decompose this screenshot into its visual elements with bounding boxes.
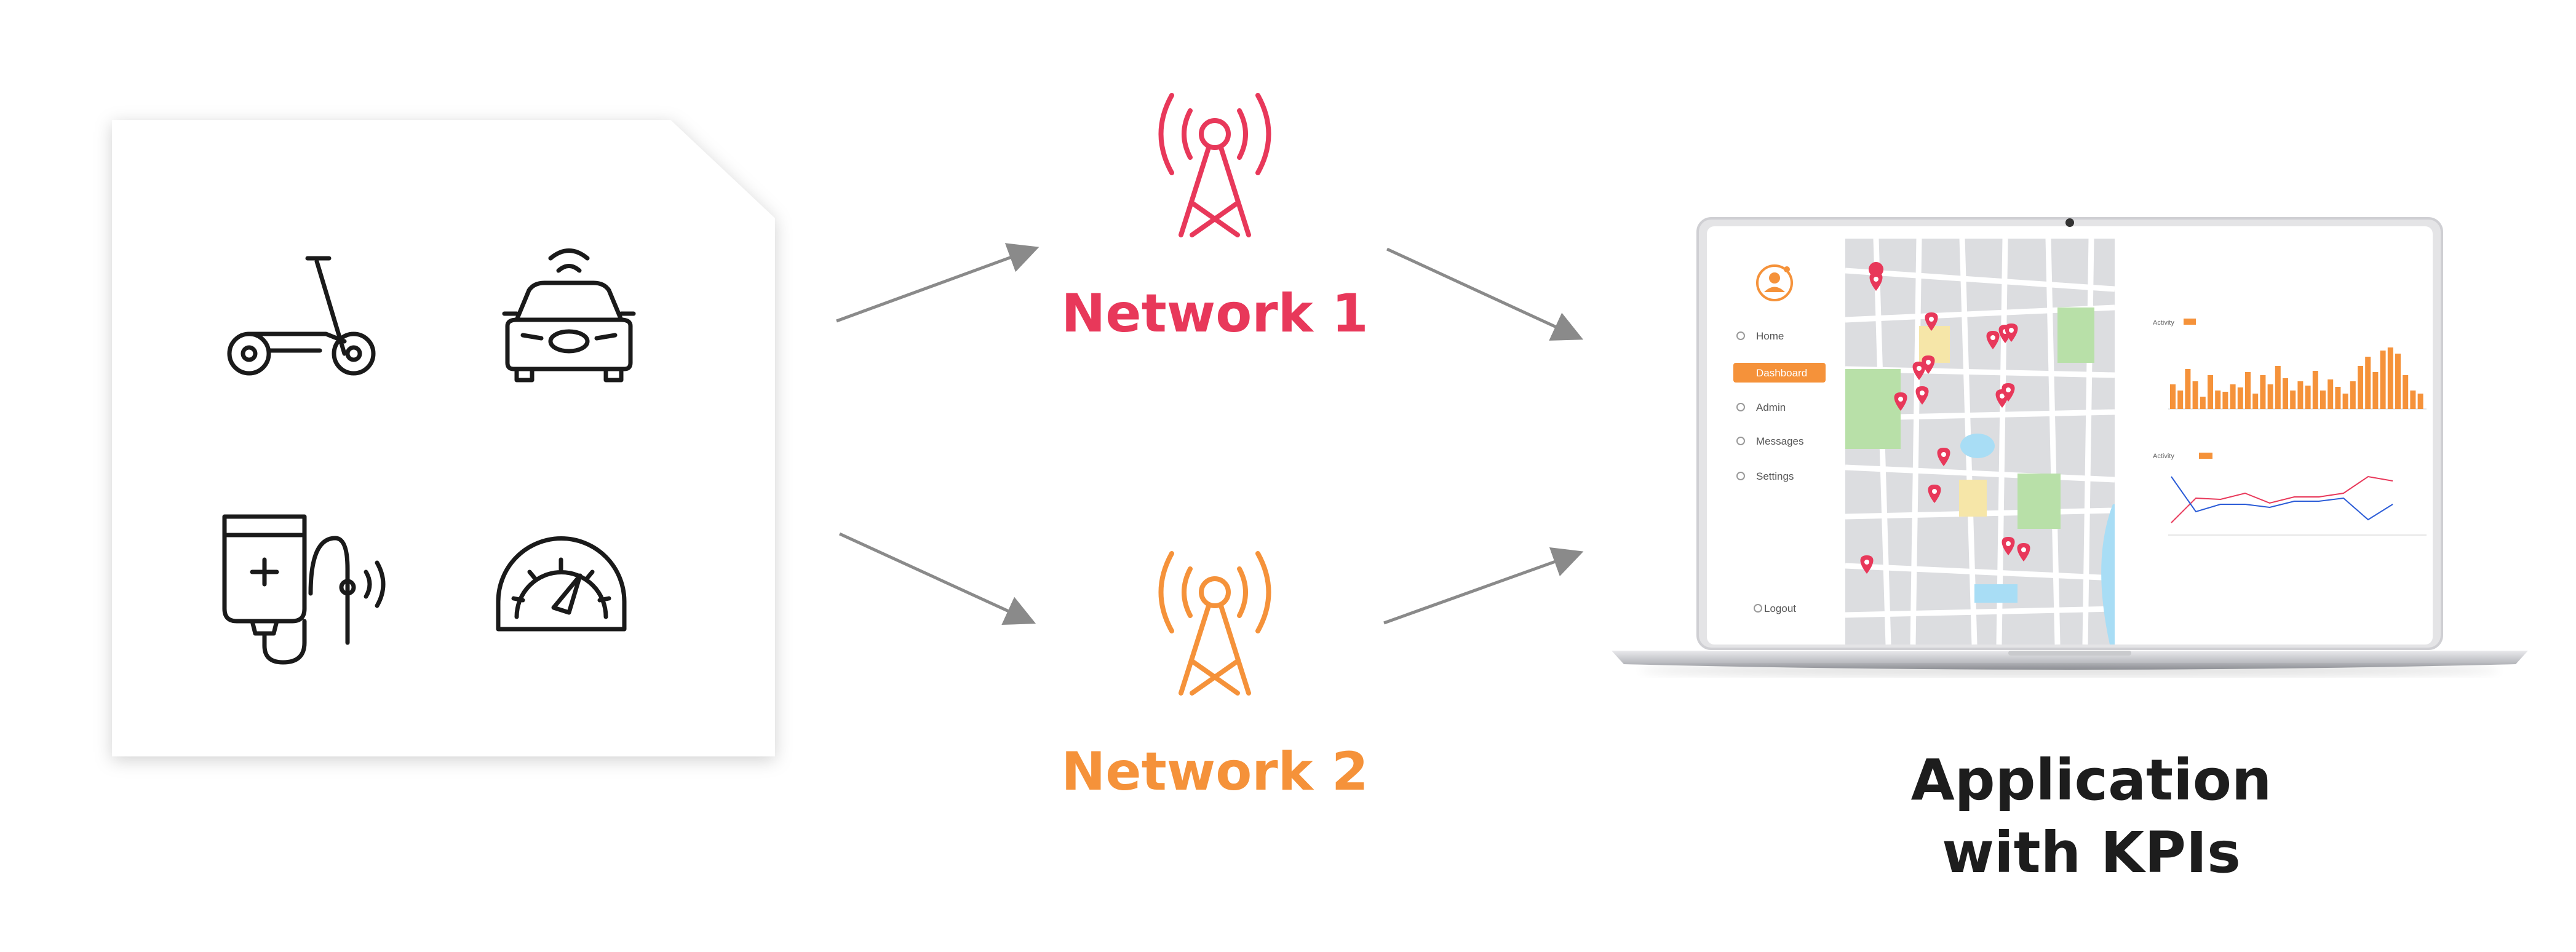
map-pin-dot: [1990, 335, 1995, 340]
map-pin-dot: [2006, 541, 2011, 546]
dashboard-bar: [2305, 386, 2311, 409]
city-map[interactable]: [1845, 238, 2115, 645]
application-label: Application with KPIs: [1815, 744, 2368, 889]
speedometer-icon: [489, 522, 634, 635]
arrow-sim-to-network2: [838, 532, 1036, 625]
dashboard-bar: [2290, 391, 2296, 409]
dashboard-bar: [2342, 394, 2348, 409]
line-chart-widget: Activity: [2153, 453, 2427, 536]
dashboard-bar: [2312, 371, 2318, 409]
map-pin-dot: [1941, 452, 1946, 457]
bar-chart-widget: Activity: [2153, 319, 2427, 410]
dashboard-bar: [2410, 391, 2416, 409]
sim-card: [112, 120, 775, 756]
dashboard-bar: [2320, 391, 2326, 409]
connected-car-icon: [492, 240, 646, 387]
line-chart-title: Activity: [2153, 453, 2174, 460]
menu-dashboard[interactable]: Dashboard: [1756, 367, 1807, 379]
dashboard-bar: [2297, 381, 2304, 409]
dashboard-bar: [2192, 381, 2198, 409]
map-pin-dot: [1920, 391, 1925, 395]
application-label-line1: Application: [1910, 747, 2272, 813]
dashboard-bar: [2200, 397, 2206, 409]
map-pin-dot: [1874, 277, 1878, 282]
dashboard-bar: [2177, 391, 2184, 409]
dashboard-bar: [2403, 375, 2409, 409]
arrow-sim-to-network1: [836, 243, 1040, 323]
dashboard-bar: [2350, 381, 2356, 409]
dashboard-bar: [2222, 392, 2228, 409]
dashboard-bar: [2275, 366, 2281, 409]
map-pin-dot: [2000, 394, 2005, 399]
dashboard-bar: [2230, 384, 2236, 409]
medical-drip-icon: [218, 501, 403, 667]
menu-logout[interactable]: Logout: [1764, 603, 1796, 614]
application-label-line2: with KPIs: [1942, 820, 2241, 886]
dashboard-bar: [2283, 378, 2288, 409]
arrow-network1-to-app: [1386, 247, 1584, 341]
dashboard-bar: [2170, 384, 2176, 409]
dashboard-bar: [2215, 391, 2221, 409]
map-pin-dot: [1864, 560, 1869, 565]
dashboard-bar: [2208, 375, 2213, 409]
map-pin-dot: [2021, 547, 2026, 552]
menu-home[interactable]: Home: [1756, 330, 1784, 342]
dashboard-bar: [2260, 375, 2266, 409]
bar-chart-title: Activity: [2153, 319, 2174, 327]
dashboard-bar: [2395, 354, 2401, 409]
dashboard-bar: [2267, 384, 2273, 409]
map-pin-dot: [1926, 360, 1931, 365]
dashboard-bar: [2335, 387, 2341, 409]
map-pin-dot: [1929, 317, 1934, 322]
dashboard-bar: [2237, 387, 2243, 409]
network2-tower-icon: [1138, 544, 1292, 698]
network2-label: Network 2: [1061, 741, 1369, 803]
map-pin-dot: [2009, 328, 2014, 333]
menu-admin[interactable]: Admin: [1756, 402, 1786, 413]
dashboard-bar: [2358, 366, 2363, 409]
map-pin-dot: [2006, 387, 2011, 392]
map-pin-dot: [1932, 489, 1937, 494]
map-pin-dot: [1898, 397, 1903, 402]
map-pin-dot: [1917, 366, 1922, 371]
scooter-icon: [221, 249, 381, 384]
network1-tower-icon: [1138, 86, 1292, 240]
menu-settings[interactable]: Settings: [1756, 470, 1794, 482]
dashboard-bar: [2245, 372, 2251, 409]
dashboard-bar: [2252, 394, 2259, 409]
dashboard-bar: [2185, 369, 2191, 409]
dashboard-bar: [2328, 379, 2334, 409]
arrow-network2-to-app: [1383, 547, 1584, 625]
dashboard-bar: [2372, 372, 2379, 409]
dashboard-bar: [2365, 357, 2371, 409]
laptop-dashboard: Home Dashboard Admin Messages Settings L…: [1599, 215, 2540, 695]
dashboard-bar: [2380, 351, 2386, 409]
network1-label: Network 1: [1061, 283, 1369, 344]
dashboard-bar: [2417, 394, 2423, 409]
dashboard-bar: [2387, 347, 2393, 409]
menu-messages[interactable]: Messages: [1756, 435, 1803, 447]
